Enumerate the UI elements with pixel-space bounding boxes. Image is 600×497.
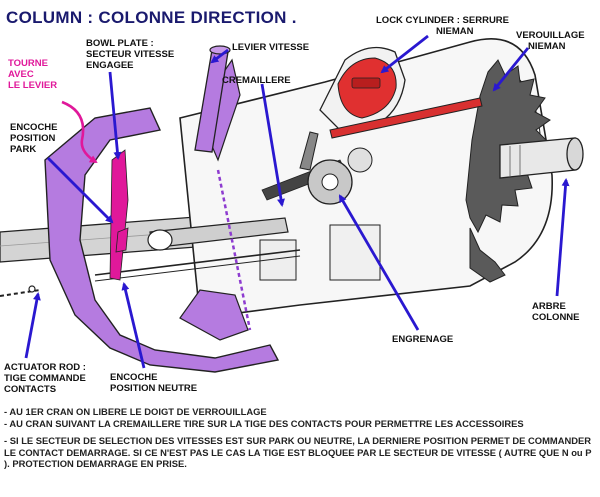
- arrow-engrenage: [338, 194, 420, 331]
- gear: [307, 147, 373, 205]
- pink-arrow-tourne: [61, 100, 98, 164]
- arrow-lock-cylinder: [380, 34, 429, 74]
- arrow-arbre: [555, 178, 570, 297]
- label-levier-vitesse: LEVIER VITESSE: [232, 42, 310, 53]
- column-shaft-end: [499, 137, 584, 179]
- pointer-arrows: [24, 34, 570, 369]
- actuator-rod: [0, 249, 301, 297]
- notes-block: - AU 1ER CRAN ON LIBERE LE DOIGT DE VERR…: [4, 406, 598, 470]
- arrow-actuator: [24, 292, 41, 359]
- arrow-cremaillere: [260, 83, 285, 207]
- note-3: - SI LE SECTEUR DE SELECTION DES VITESSE…: [4, 435, 592, 469]
- label-cremaillere: CREMAILLERE: [222, 75, 291, 86]
- arrow-verrouillage: [492, 47, 530, 92]
- note-2: - AU CRAN SUIVANT LA CREMAILLERE TIRE SU…: [4, 417, 524, 429]
- diagram-title: COLUMN : COLONNE DIRECTION .: [6, 8, 297, 27]
- arrow-bowl-plate: [108, 71, 122, 160]
- arrow-encoche-neutre: [121, 282, 146, 369]
- arrow-levier: [210, 48, 229, 64]
- label-engrenage: ENGRENAGE: [392, 334, 454, 345]
- arrow-encoche-park: [47, 157, 114, 224]
- dotted-guide-line: [216, 169, 252, 331]
- note-1: - AU 1ER CRAN ON LIBERE LE DOIGT DE VERR…: [4, 406, 267, 417]
